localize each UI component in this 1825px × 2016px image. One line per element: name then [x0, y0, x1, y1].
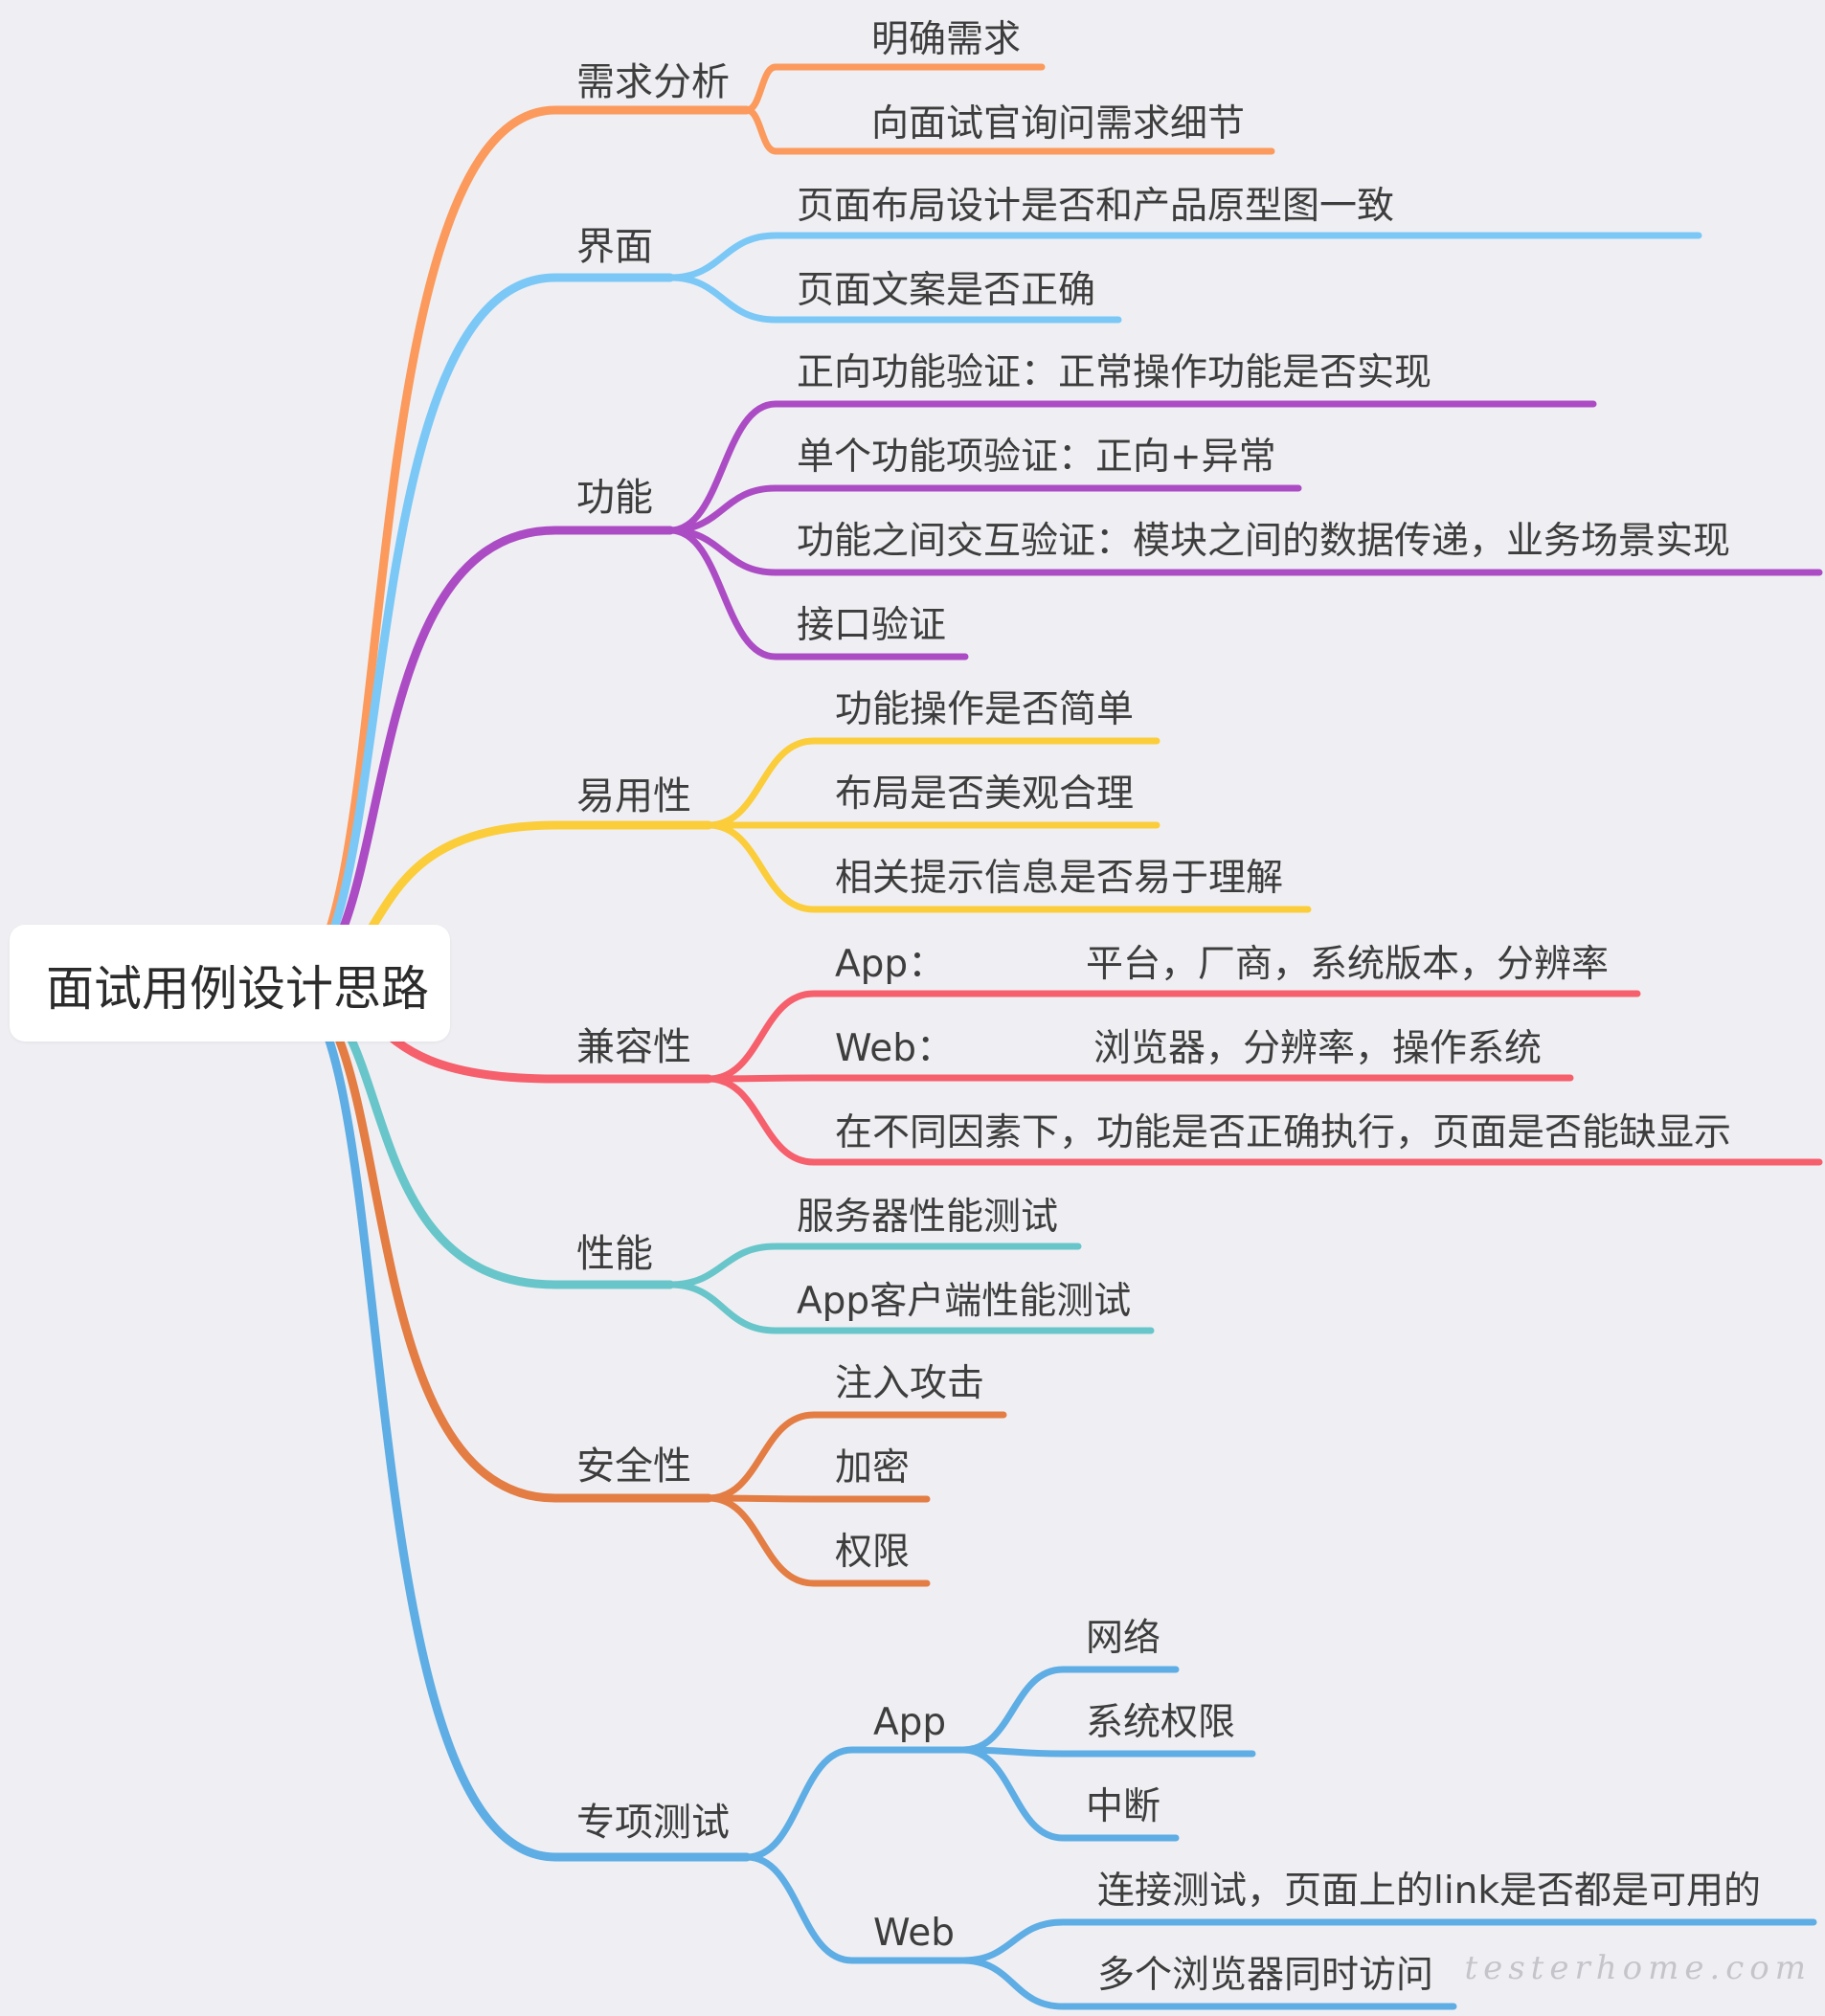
child-label[interactable]: 向面试官询问需求细节 [871, 102, 1246, 146]
child-connector [705, 1494, 931, 1587]
child-detail-label[interactable]: 平台，厂商，系统版本，分辨率 [1086, 943, 1610, 986]
branch-label[interactable]: 专项测试 [576, 1801, 730, 1845]
watermark: testerhome.com [1464, 1949, 1812, 1987]
child-detail-label[interactable]: 浏览器，分辨率，操作系统 [1093, 1027, 1543, 1070]
branch-label[interactable]: 界面 [576, 225, 653, 269]
child-label[interactable]: App： [835, 943, 946, 986]
child-connector [743, 106, 1275, 155]
child-label[interactable]: 明确需求 [871, 18, 1022, 61]
child-connector [666, 526, 969, 661]
branch-label[interactable]: 易用性 [576, 774, 691, 818]
child-connector [705, 1494, 931, 1503]
branch-connector [282, 526, 675, 991]
grandchild-connector [959, 1666, 1180, 1754]
child-connector [666, 1243, 1082, 1288]
child-label[interactable]: 加密 [835, 1446, 911, 1490]
child-label[interactable]: 功能操作是否简单 [835, 688, 1135, 731]
grandchild-label[interactable]: 连接测试，页面上的link是否都是可用的 [1097, 1870, 1761, 1913]
child-label[interactable]: App [873, 1701, 947, 1744]
child-connector [666, 232, 1702, 281]
grandchild-connector [959, 1957, 1457, 2010]
grandchild-connector [959, 1918, 1817, 1964]
child-label[interactable]: 接口验证 [797, 604, 947, 647]
child-label[interactable]: Web [873, 1912, 956, 1955]
branch-label[interactable]: 兼容性 [576, 1025, 691, 1069]
child-label[interactable]: Web： [835, 1027, 955, 1070]
branch-label[interactable]: 性能 [576, 1232, 653, 1276]
child-label[interactable]: 服务器性能测试 [797, 1196, 1059, 1239]
child-connector [705, 821, 1312, 913]
branch-label[interactable]: 需求分析 [576, 60, 730, 104]
child-label[interactable]: 权限 [835, 1531, 911, 1574]
child-connector [666, 400, 1597, 534]
grandchild-connector [959, 1746, 1256, 1758]
child-connector [705, 737, 1160, 829]
branch-label[interactable]: 安全性 [576, 1445, 691, 1489]
grandchild-label[interactable]: 系统权限 [1086, 1701, 1236, 1744]
grandchild-label[interactable]: 网络 [1086, 1617, 1161, 1660]
child-connector [666, 1281, 1155, 1334]
child-connector [666, 484, 1302, 534]
child-connector [743, 1746, 967, 1861]
child-label[interactable]: 页面布局设计是否和产品原型图一致 [797, 185, 1395, 228]
child-label[interactable]: 在不同因素下，功能是否正确执行，页面是否能缺显示 [835, 1111, 1732, 1154]
child-label[interactable]: 正向功能验证：正常操作功能是否实现 [797, 351, 1432, 394]
child-connector [743, 1853, 967, 1964]
child-label[interactable]: 注入攻击 [835, 1362, 985, 1405]
child-connector [705, 1075, 1823, 1166]
child-connector [705, 1074, 1574, 1083]
child-connector [705, 990, 1641, 1083]
root-label: 面试用例设计思路 [46, 961, 429, 1017]
child-label[interactable]: 相关提示信息是否易于理解 [835, 857, 1284, 900]
branch-label[interactable]: 功能 [576, 476, 653, 520]
child-label[interactable]: App客户端性能测试 [797, 1280, 1132, 1323]
child-label[interactable]: 布局是否美观合理 [835, 773, 1135, 816]
root-node[interactable] [10, 925, 450, 1042]
child-label[interactable]: 功能之间交互验证：模块之间的数据传递，业务场景实现 [797, 520, 1731, 563]
child-connector [705, 1411, 1007, 1502]
grandchild-label[interactable]: 多个浏览器同时访问 [1097, 1954, 1434, 1997]
grandchild-label[interactable]: 中断 [1086, 1785, 1161, 1828]
grandchild-connector [959, 1746, 1180, 1842]
branch-connector [282, 273, 675, 991]
child-connector [666, 274, 1122, 324]
child-label[interactable]: 页面文案是否正确 [797, 269, 1096, 312]
child-label[interactable]: 单个功能项验证：正向+异常 [797, 436, 1276, 479]
